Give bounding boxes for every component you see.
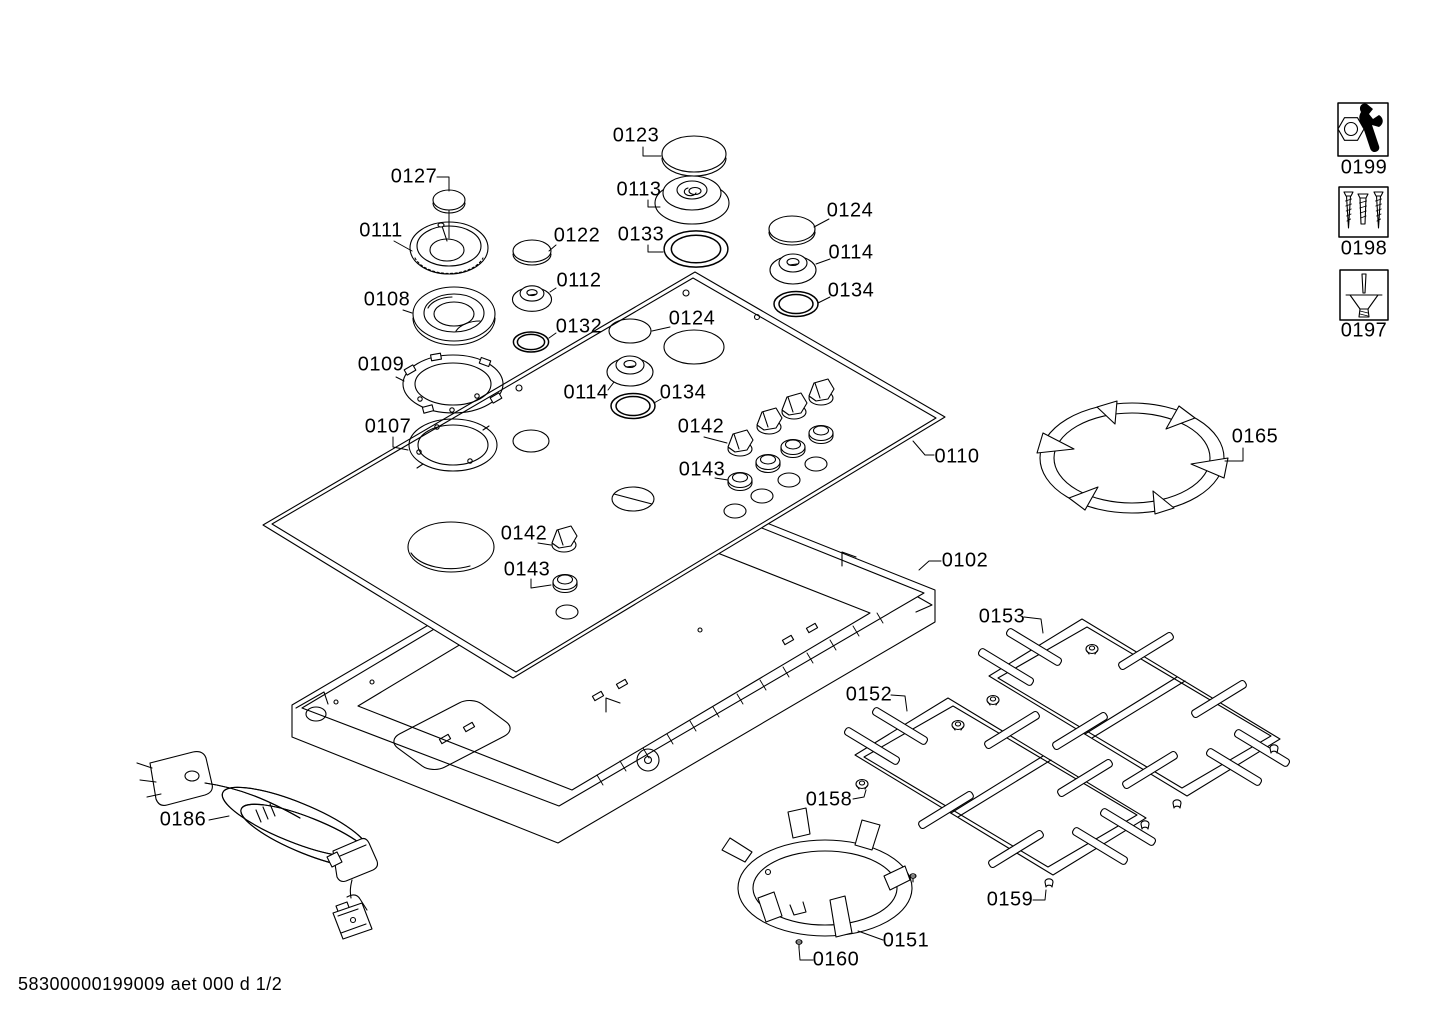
leader-line-0102 xyxy=(918,560,942,571)
leader-line-0114 xyxy=(815,258,831,265)
tool-legend xyxy=(1337,102,1389,321)
part-0108-burner-head xyxy=(412,286,496,346)
leader-line-0113 xyxy=(647,199,661,208)
part-0110-cooktop-panel xyxy=(262,271,946,679)
screws-icon xyxy=(1338,186,1389,238)
leader-line-0142 xyxy=(537,542,552,546)
leader-line-0159 xyxy=(1032,889,1047,901)
part-0109-burner-base-ring xyxy=(402,352,504,414)
leader-line-0134 xyxy=(817,296,831,304)
wrench-nut-icon xyxy=(1337,102,1389,157)
leader-line-0110 xyxy=(912,440,935,456)
part-0165-wok-ring xyxy=(1036,400,1229,515)
part-0186-power-cord xyxy=(136,751,379,940)
part-0132-seal-ring-small xyxy=(512,331,550,353)
part-0123-burner-cap-large xyxy=(661,135,727,177)
part-0134-seal-ring-right xyxy=(773,290,819,318)
leader-line-0158 xyxy=(852,789,867,800)
part-0113-burner-body-large xyxy=(654,175,730,225)
leader-line-0124 xyxy=(651,326,671,332)
leader-line-0151 xyxy=(857,930,884,941)
leader-line-0153 xyxy=(1023,616,1044,634)
screwdriver-adjust-icon xyxy=(1339,269,1389,321)
leader-line-0152 xyxy=(890,694,908,712)
leader-line-0142 xyxy=(703,436,728,444)
leader-line-0112 xyxy=(549,287,557,293)
leader-line-0186 xyxy=(208,815,230,821)
leader-line-0107 xyxy=(392,436,409,451)
part-0122-burner-cap xyxy=(512,239,552,266)
leader-lines xyxy=(208,146,1244,961)
leader-line-0124 xyxy=(813,218,830,228)
leader-line-0122 xyxy=(548,244,557,252)
leader-line-0111 xyxy=(393,240,413,252)
leader-line-0132 xyxy=(548,332,557,339)
leader-line-0165 xyxy=(1224,447,1244,462)
leader-line-0108 xyxy=(402,309,413,314)
part-0151-wok-support xyxy=(721,807,917,949)
part-0107-mounting-ring xyxy=(408,418,498,472)
leader-line-0123 xyxy=(642,146,662,157)
part-0112-burner-body-small xyxy=(511,285,553,312)
part-0114-burner-body-right xyxy=(769,253,817,285)
leader-line-0127 xyxy=(436,176,450,192)
part-0133-seal-ring-large xyxy=(663,229,729,269)
leader-line-0160 xyxy=(798,947,814,961)
part-0111-burner-head-large xyxy=(409,221,489,275)
leader-line-0134 xyxy=(653,398,662,404)
document-number: 58300000199009 aet 000 d 1/2 xyxy=(18,974,283,994)
leader-line-0114 xyxy=(607,381,615,391)
part-0124-burner-cap-right xyxy=(768,215,816,246)
leader-line-0143 xyxy=(714,477,729,481)
leader-line-0109 xyxy=(395,376,405,382)
leader-line-0133 xyxy=(647,244,664,253)
leader-line-0143 xyxy=(530,578,552,589)
